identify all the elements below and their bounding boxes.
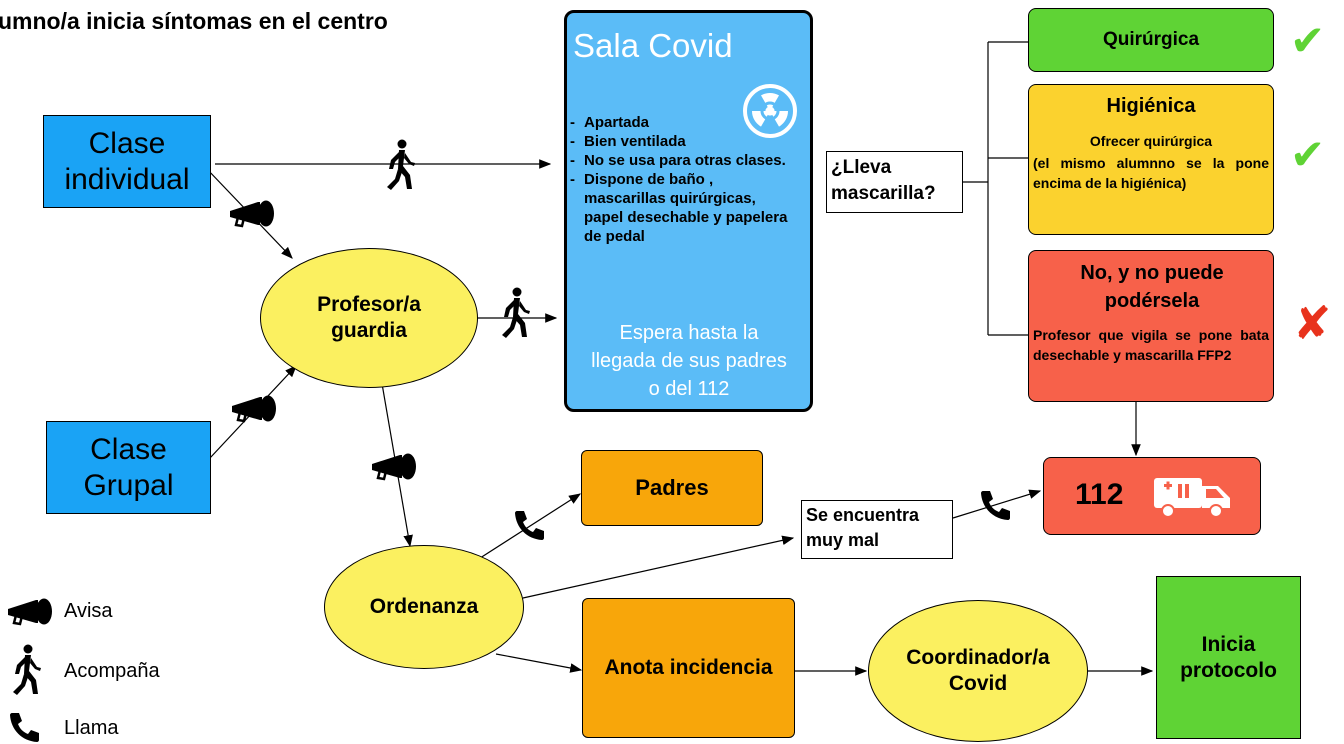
coordinador-node: Coordinador/a Covid xyxy=(868,600,1088,742)
lleva-mascarilla-box: ¿Lleva mascarilla? xyxy=(826,151,963,213)
legend-avisa: Avisa xyxy=(64,600,113,622)
list-item: -Apartada xyxy=(570,114,650,131)
megaphone-icon xyxy=(372,453,416,481)
walking-person-icon xyxy=(502,287,530,338)
sala-covid-title: Sala Covid xyxy=(573,27,733,64)
clase-grupal-line2: Grupal xyxy=(83,468,174,502)
profesor-guardia-line2: guardia xyxy=(331,319,407,342)
coordinador-line2: Covid xyxy=(948,672,1008,695)
radiation-icon xyxy=(743,84,797,138)
check-icon: ✔ xyxy=(1290,17,1326,64)
list-item: -No se usa para otras clases. xyxy=(570,152,786,169)
phone-icon xyxy=(515,511,544,540)
diagram-title: umno/a inicia síntomas en el centro xyxy=(0,8,388,34)
padres-box: Padres xyxy=(581,450,763,526)
sala-covid-box: Sala Covid -Apartada -Bien ventilada -No… xyxy=(564,10,813,412)
clase-individual-box: Clase individual xyxy=(43,115,211,208)
no-puede-body: Profesor que vigila se pone bata desecha… xyxy=(1033,327,1269,363)
megaphone-icon xyxy=(230,200,274,228)
no-puede-title: No, y no puede podérsela xyxy=(1080,262,1224,312)
list-item: -Dispone de baño , mascarillas quirúrgic… xyxy=(570,171,788,245)
profesor-guardia-node: Profesor/a guardia xyxy=(260,248,478,388)
higienica-box: Higiénica Ofrecer quirúrgica (el mismo a… xyxy=(1028,84,1274,235)
quirurgica-label: Quirúrgica xyxy=(1102,29,1200,50)
higienica-line1: Ofrecer quirúrgica xyxy=(1089,133,1213,149)
emergencia-112-box: 112 xyxy=(1043,457,1261,535)
anota-incidencia-label: Anota incidencia xyxy=(604,656,773,679)
clase-grupal-box: Clase Grupal xyxy=(46,421,211,514)
walking-person-icon xyxy=(387,139,415,190)
megaphone-icon xyxy=(232,395,276,423)
higienica-title: Higiénica xyxy=(1106,95,1196,117)
clase-grupal-line1: Clase xyxy=(90,432,167,466)
anota-incidencia-box: Anota incidencia xyxy=(582,598,795,738)
legend-llama: Llama xyxy=(64,717,119,739)
phone-icon xyxy=(10,713,39,742)
legend-acompana: Acompaña xyxy=(64,660,160,682)
padres-label: Padres xyxy=(635,475,709,500)
ambulance-icon xyxy=(1154,478,1230,518)
inicia-protocolo-line2: protocolo xyxy=(1180,658,1277,682)
no-puede-box: No, y no puede podérsela Profesor que vi… xyxy=(1028,250,1274,402)
cross-icon: ✘ xyxy=(1293,297,1332,349)
profesor-guardia-line1: Profesor/a xyxy=(317,293,421,316)
emergencia-112-label: 112 xyxy=(1075,478,1124,511)
inicia-protocolo-box: Inicia protocolo xyxy=(1156,576,1301,739)
walking-person-icon xyxy=(13,644,41,695)
ordenanza-label: Ordenanza xyxy=(369,595,479,618)
inicia-protocolo-line1: Inicia xyxy=(1201,632,1256,656)
ordenanza-node: Ordenanza xyxy=(324,545,524,669)
se-encuentra-box: Se encuentra muy mal xyxy=(801,500,953,559)
check-icon: ✔ xyxy=(1290,131,1326,178)
higienica-line2: (el mismo alumnno se la pone encima de l… xyxy=(1033,155,1269,191)
clase-individual-line1: Clase xyxy=(88,126,166,160)
phone-icon xyxy=(981,491,1010,520)
list-item: -Bien ventilada xyxy=(570,133,686,150)
megaphone-icon xyxy=(8,598,52,626)
sala-covid-wait-text: Espera hasta la llegada de sus padres o … xyxy=(591,322,787,400)
quirurgica-box: Quirúrgica xyxy=(1028,8,1274,72)
sala-covid-list: -Apartada -Bien ventilada -No se usa par… xyxy=(570,113,790,246)
coordinador-line1: Coordinador/a xyxy=(906,646,1050,669)
clase-individual-line2: individual xyxy=(64,162,190,196)
